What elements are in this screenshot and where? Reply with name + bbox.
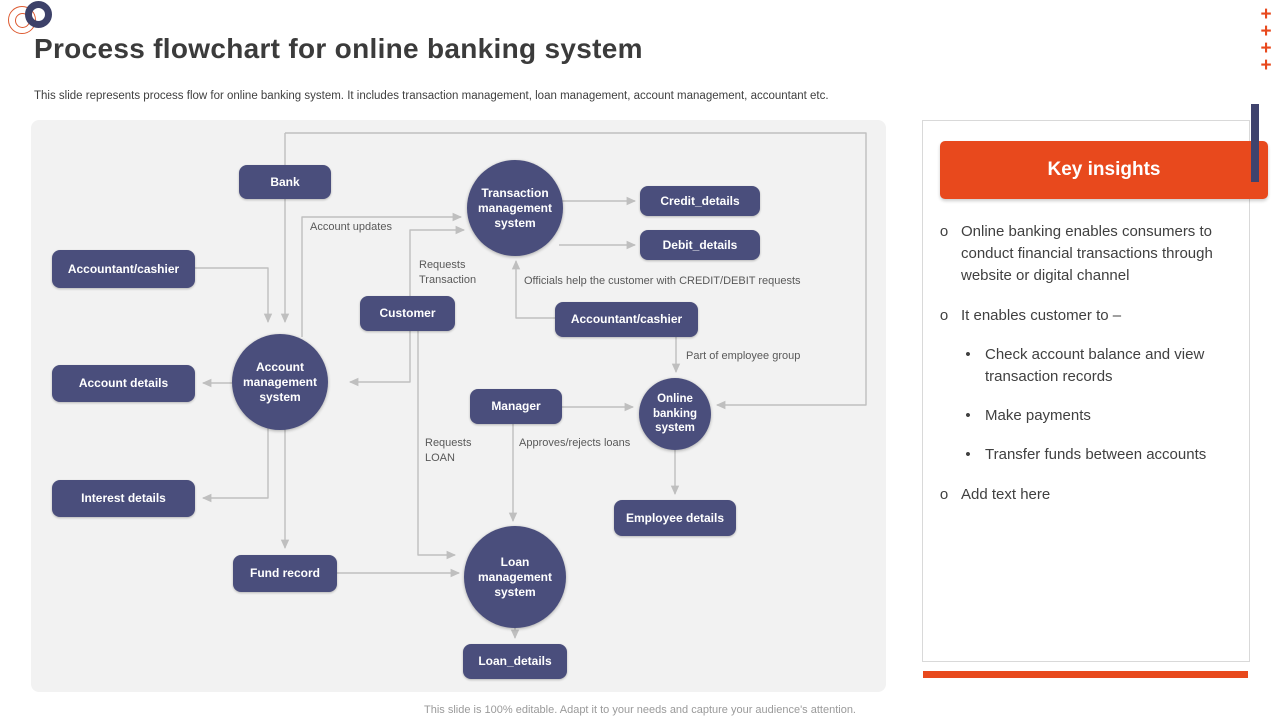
list-item: o It enables customer to – — [938, 305, 1238, 327]
bullet-text: Make payments — [985, 407, 1091, 425]
edge-label-account-updates: Account updates — [310, 221, 392, 233]
edge-label-requests-loan: Requests LOAN — [425, 437, 472, 465]
page-title: Process flowchart for online banking sys… — [34, 33, 643, 64]
list-item: • Transfer funds between accounts — [962, 444, 1238, 466]
node-debit-details: Debit_details — [640, 230, 760, 260]
key-insights-card — [922, 120, 1250, 662]
slide-footer-note: This slide is 100% editable. Adapt it to… — [424, 704, 856, 716]
bullet-text: Online banking enables consumers to cond… — [961, 223, 1213, 285]
node-account-management-system: Account management system — [232, 334, 328, 430]
node-loan-management-system: Loan management system — [464, 526, 566, 628]
node-account-details: Account details — [52, 365, 195, 402]
flowchart-connectors — [195, 132, 867, 640]
page-subtitle: This slide represents process flow for o… — [34, 90, 829, 102]
edge-label-part-of-employee-group: Part of employee group — [686, 350, 801, 362]
node-manager: Manager — [470, 389, 562, 424]
list-item: o Add text here — [938, 484, 1238, 506]
bullet-marker: • — [965, 345, 971, 363]
node-transaction-management-system: Transaction management system — [467, 160, 563, 256]
bullet-text: It enables customer to – — [961, 306, 1122, 324]
bullet-marker: o — [939, 485, 949, 503]
orange-accent-bar — [923, 671, 1248, 678]
bullet-text: Add text here — [961, 485, 1051, 503]
bullet-text: Transfer funds between accounts — [985, 446, 1207, 464]
key-insights-list: o Online banking enables consumers to co… — [938, 221, 1238, 523]
edge-label-approves-rejects-loans: Approves/rejects loans — [519, 437, 631, 449]
bullet-marker: o — [939, 223, 949, 240]
bullet-marker: • — [965, 407, 971, 425]
node-online-banking-system: Online banking system — [639, 378, 711, 450]
bullet-text: Check account balance and view transacti… — [985, 345, 1205, 385]
node-credit-details: Credit_details — [640, 186, 760, 216]
list-item: • Check account balance and view transac… — [962, 344, 1238, 388]
flowchart-canvas: Bank Accountant/cashier Account details … — [31, 120, 886, 692]
list-item: o Online banking enables consumers to co… — [938, 221, 1238, 288]
node-accountant-cashier-1: Accountant/cashier — [52, 250, 195, 288]
node-interest-details: Interest details — [52, 480, 195, 517]
key-insights-banner: Key insights — [940, 141, 1268, 199]
node-bank: Bank — [239, 165, 331, 199]
bullet-marker: o — [939, 306, 949, 324]
node-fund-record: Fund record — [233, 555, 337, 592]
bullet-marker: • — [965, 446, 971, 464]
company-logo-icon — [6, 0, 62, 40]
node-customer: Customer — [360, 296, 455, 331]
node-accountant-cashier-2: Accountant/cashier — [555, 302, 698, 337]
node-loan-details: Loan_details — [463, 644, 567, 679]
navy-accent-bar — [1251, 104, 1259, 182]
edge-label-requests-transaction: Requests Transaction — [419, 259, 477, 287]
logo-navy-ring-icon — [25, 1, 52, 28]
plus-decor-icon: ++++ — [1260, 4, 1272, 76]
node-employee-details: Employee details — [614, 500, 736, 536]
edge-label-officials-help: Officials help the customer with CREDIT/… — [524, 275, 801, 287]
list-item: • Make payments — [962, 405, 1238, 427]
key-insights-heading: Key insights — [1047, 159, 1161, 180]
